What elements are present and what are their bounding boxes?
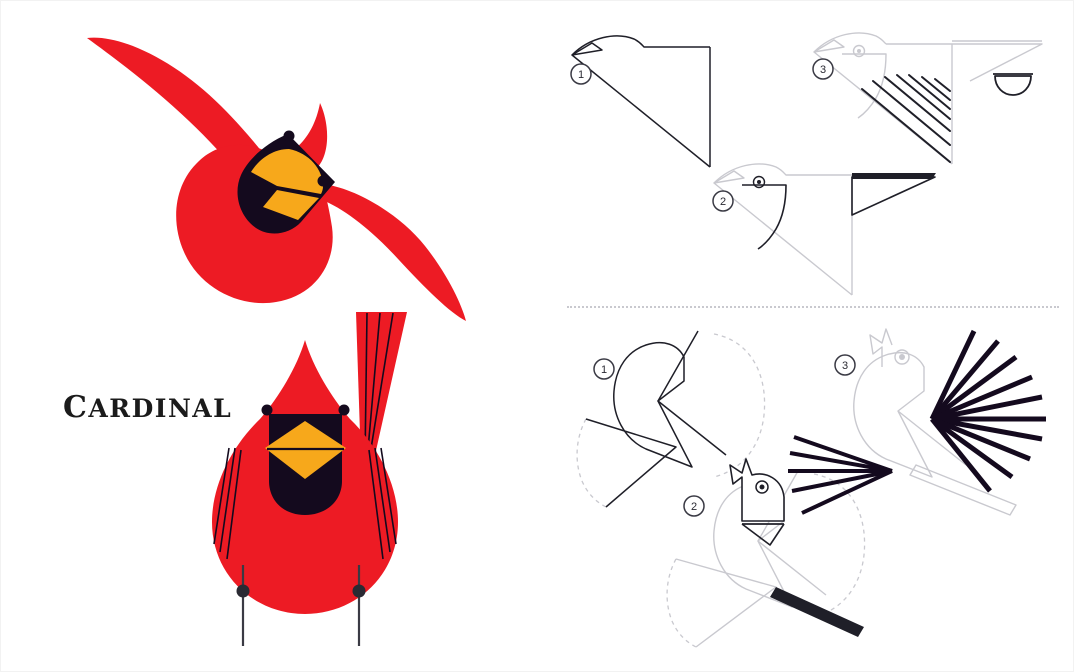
perched-cardinal-wing-left-lines: [213, 447, 242, 560]
perched-step-3-drawing: [813, 32, 1043, 165]
cardinal-perched-illustration: [212, 312, 407, 646]
perched-cardinal-legs: [241, 565, 361, 646]
perched-step-1-label: 1: [578, 69, 584, 81]
page-title-rest: ARDINAL: [88, 394, 233, 423]
perched-cardinal-eye-right: [338, 404, 350, 416]
flying-cardinal-wing-lower-right: [314, 184, 466, 321]
page-title: CARDINAL: [63, 393, 232, 423]
flying-step-2-number: 2: [683, 495, 705, 517]
perched-cardinal-leg-joint-left: [236, 584, 250, 598]
cardinal-flying-illustration: [87, 37, 466, 321]
page-title-initial: C: [63, 390, 89, 425]
flying-step-2-drawing: [666, 458, 866, 648]
perched-step-2-label: 2: [720, 196, 726, 208]
flying-step-3-drawing: [788, 328, 1046, 516]
flying-step-1-number: 1: [593, 358, 615, 380]
perched-cardinal-eye-left: [261, 404, 273, 416]
perched-step-1-drawing: [571, 35, 711, 168]
perched-step-1-number: 1: [570, 63, 592, 85]
construction-steps-perched: 1 2: [570, 32, 1043, 296]
perched-step-3-label: 3: [820, 64, 826, 76]
perched-step-3-number: 3: [812, 58, 834, 80]
perched-cardinal-leg-joint-right: [352, 584, 366, 598]
perched-step-2-number: 2: [712, 190, 734, 212]
flying-cardinal-beak-upper: [251, 149, 323, 194]
flying-step-1-label: 1: [601, 364, 607, 376]
construction-steps-flying: 1: [576, 328, 1046, 648]
flying-cardinal-eye-left: [283, 130, 295, 142]
flying-step-1-drawing: [576, 330, 766, 508]
perched-cardinal-wing-right-lines: [368, 447, 397, 560]
flying-step-2-label: 2: [691, 501, 697, 513]
flying-step-3-label: 3: [842, 360, 848, 372]
panel-divider: [567, 306, 1059, 310]
perched-step-2-drawing: [713, 163, 936, 296]
hero-artwork-group: [87, 37, 466, 646]
flying-cardinal-eye-right: [317, 175, 329, 187]
flying-step-3-number: 3: [834, 354, 856, 376]
flying-cardinal-beak-lower: [263, 190, 319, 220]
